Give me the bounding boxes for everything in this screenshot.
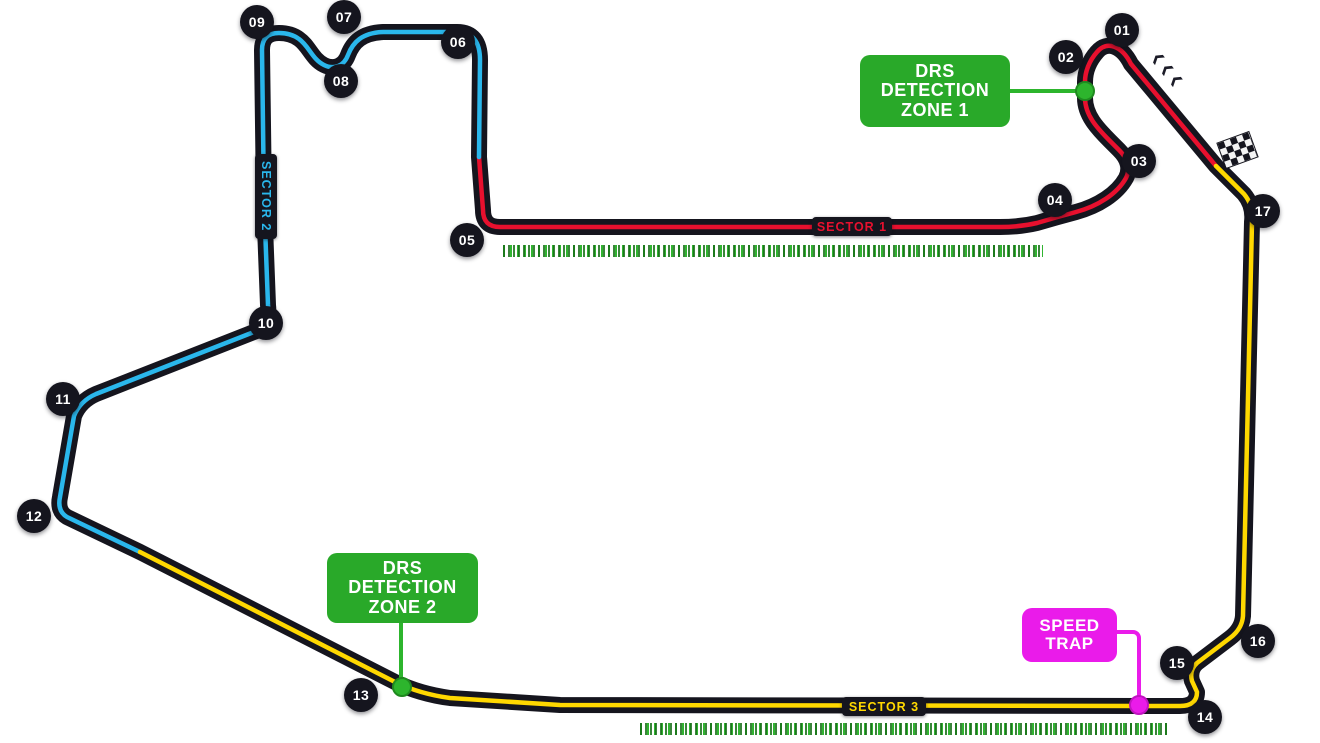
turn-badge-01: 01 [1105,13,1139,47]
drs1-line1: DRS [915,60,955,81]
turn-badge-09: 09 [240,5,274,39]
turn-badge-10: 10 [249,306,283,340]
speed-trap-dot [1129,695,1149,715]
turn-badge-11: 11 [46,382,80,416]
turn-badge-08: 08 [324,64,358,98]
drs1-line2: DETECTION [880,80,990,101]
drs-detection-dot-1 [1075,81,1095,101]
sector1-line [476,43,1219,230]
drs2-line3: ZONE 2 [368,596,437,617]
turn-badge-13: 13 [344,678,378,712]
drs-zone-hatch-sector1 [503,245,1043,257]
turn-badge-17: 17 [1246,194,1280,228]
sector2-line [57,29,483,555]
speed-trap-connector-line [1115,630,1141,704]
turn-badge-14: 14 [1188,700,1222,734]
turn-badge-06: 06 [441,25,475,59]
turn-badge-04: 04 [1038,183,1072,217]
sector2-label: SECTOR 2 [255,154,277,239]
turn-badge-03: 03 [1122,144,1156,178]
drs-zone-hatch-sector3 [640,723,1170,735]
drs2-line2: DETECTION [348,577,457,598]
sector1-label: SECTOR 1 [812,217,892,236]
speed-trap-box: SPEED TRAP [1022,608,1117,662]
turn-badge-05: 05 [450,223,484,257]
turn-badge-15: 15 [1160,646,1194,680]
direction-arrows-icon: ❯ ❯ ❯ [1148,50,1184,90]
drs2-line1: DRS [382,557,423,578]
drs2-connector-line [399,620,403,682]
track-outline [51,24,1261,714]
speed-trap-line2: TRAP [1045,634,1094,653]
turn-badge-16: 16 [1241,624,1275,658]
turn-badge-12: 12 [17,499,51,533]
drs1-connector-line [1008,89,1080,93]
speed-trap-line1: SPEED [1039,615,1100,635]
sector3-label: SECTOR 3 [842,697,926,716]
drs-detection-zone1-box: DRS DETECTION ZONE 1 [860,55,1010,127]
turn-badge-02: 02 [1049,40,1083,74]
turn-badge-07: 07 [327,0,361,34]
drs1-line3: ZONE 1 [900,99,969,120]
drs-detection-zone2-box: DRS DETECTION ZONE 2 [327,553,478,623]
drs-detection-dot-2 [392,677,412,697]
